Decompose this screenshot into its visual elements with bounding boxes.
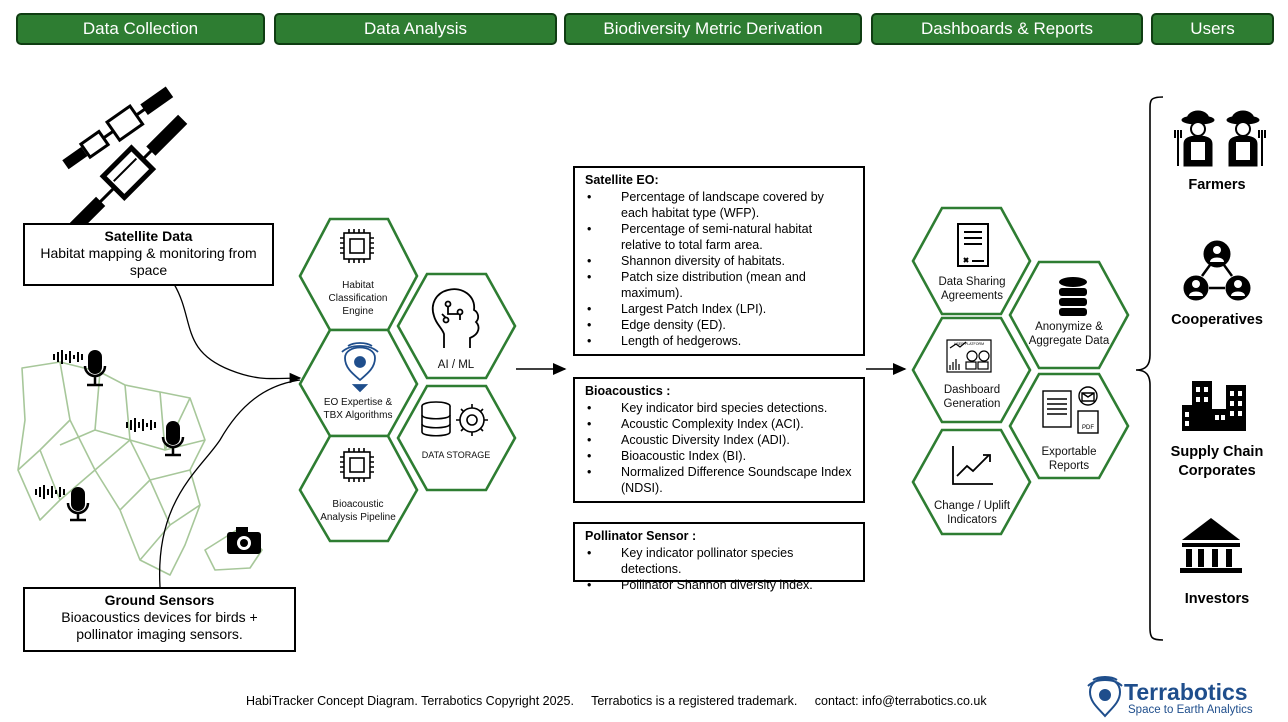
screen-title: USER PLATFORM: [954, 342, 984, 346]
list-item: Shannon diversity of habitats.: [585, 253, 853, 269]
hex-data-storage: [396, 384, 517, 492]
bioacoustics-metrics-box: Bioacoustics : Key indicator bird specie…: [573, 377, 865, 503]
hex-data-sharing: [911, 206, 1032, 316]
bank-investor-icon: [1180, 518, 1242, 573]
satellite-eo-metrics-box: Satellite EO: Percentage of landscape co…: [573, 166, 865, 356]
data-storage-label: DATA STORAGE: [421, 450, 491, 460]
microphone-icon-3: [35, 485, 90, 522]
bioacoustics-title: Bioacoustics :: [585, 384, 671, 398]
list-item: Pollinator Shannon diversity index.: [585, 577, 853, 593]
hex-bioacoustic-pipeline: [298, 434, 419, 543]
ai-ml-label: AI / ML: [437, 359, 475, 371]
user-cooperatives: Cooperatives: [1171, 312, 1263, 328]
list-item: Percentage of semi-natural habitat relat…: [585, 221, 853, 253]
footer-trademark: Terrabotics is a registered trademark.: [591, 694, 798, 708]
dashboard-screen-icon: USER PLATFORM: [946, 339, 992, 373]
footer-contact: contact: info@terrabotics.co.uk: [814, 694, 987, 708]
hex-change-indicators: [911, 428, 1032, 536]
habitat-engine-label: Habitat Classification Engine: [328, 280, 388, 317]
list-item: Normalized Difference Soundscape Index (…: [585, 464, 853, 496]
header-data-analysis: Data Analysis: [274, 13, 557, 45]
list-item: Largest Patch Index (LPI).: [585, 301, 853, 317]
list-item: Percentage of landscape covered by each …: [585, 189, 853, 221]
cooperative-network-icon: [1183, 240, 1251, 301]
footer: HabiTracker Concept Diagram. Terrabotics…: [246, 694, 987, 708]
terrabotics-emblem-icon: [341, 342, 379, 393]
reports-icon: PDF: [1042, 386, 1099, 434]
header-users: Users: [1151, 13, 1274, 45]
satellite-flow-connector: [173, 283, 302, 384]
footer-concept: HabiTracker Concept Diagram. Terrabotics…: [246, 694, 574, 708]
camera-icon: [227, 527, 261, 554]
list-item: Length of hedgerows.: [585, 333, 853, 349]
ground-flow-connector: [159, 379, 301, 588]
dashboard-generation-label: Dashboard Generation: [943, 384, 1001, 410]
ground-sensors-title: Ground Sensors: [104, 592, 215, 608]
user-farmers: Farmers: [1188, 177, 1246, 193]
exportable-reports-label: Exportable Reports: [1041, 446, 1097, 472]
bioacoustic-pipeline-label: Bioacoustic Analysis Pipeline: [320, 499, 396, 523]
data-sharing-label: Data Sharing Agreements: [938, 276, 1006, 302]
ground-sensors-desc: Bioacoustics devices for birds + pollina…: [61, 609, 258, 642]
list-item: Acoustic Diversity Index (ADI).: [585, 432, 853, 448]
satellite-data-desc: Habitat mapping & monitoring from space: [40, 245, 257, 278]
satellite-icon: [62, 86, 188, 233]
list-item: Acoustic Complexity Index (ACI).: [585, 416, 853, 432]
change-indicators-label: Change / Uplift Indicators: [933, 500, 1011, 526]
list-item: Key indicator bird species detections.: [585, 400, 853, 416]
brand-tagline: Space to Earth Analytics: [1128, 704, 1253, 716]
header-dashboards-reports: Dashboards & Reports: [871, 13, 1143, 45]
pollinator-title: Pollinator Sensor :: [585, 529, 697, 543]
document-icon: [957, 223, 989, 267]
satellite-eo-title: Satellite EO:: [585, 173, 659, 187]
hex-ai-ml: [396, 272, 517, 380]
eo-expertise-label: EO Expertise & TBX Algorithms: [323, 397, 393, 421]
list-item: Key indicator pollinator species detecti…: [585, 545, 853, 577]
pollinator-metrics-box: Pollinator Sensor : Key indicator pollin…: [573, 522, 865, 593]
list-item: Bioacoustic Index (BI).: [585, 448, 853, 464]
header-biodiversity-metric: Biodiversity Metric Derivation: [564, 13, 862, 45]
user-investors: Investors: [1184, 591, 1250, 607]
database-gear-icon: [421, 401, 488, 437]
chip-icon-2: [340, 448, 374, 482]
microphone-icon-2: [126, 418, 185, 457]
pdf-label: PDF: [1082, 425, 1094, 431]
list-item: Edge density (ED).: [585, 317, 853, 333]
corporate-buildings-icon: [1182, 381, 1246, 431]
brand-name: Terrabotics: [1124, 679, 1248, 705]
users-brace: [1135, 96, 1164, 641]
database-icon: [1059, 277, 1087, 316]
chip-icon: [340, 229, 374, 263]
uplift-chart-icon: [952, 446, 993, 485]
user-supply-chain-corporates: Supply Chain Corporates: [1170, 444, 1264, 479]
satellite-data-title: Satellite Data: [104, 228, 193, 244]
list-item: Patch size distribution (mean and maximu…: [585, 269, 853, 301]
ground-sensors-box: Ground Sensors Bioacoustics devices for …: [23, 587, 296, 652]
terrabotics-logo-icon: [1087, 676, 1123, 718]
field-map: [17, 361, 263, 576]
header-data-collection: Data Collection: [16, 13, 265, 45]
microphone-icon-1: [53, 350, 107, 387]
ai-brain-icon: [431, 288, 480, 348]
farmer-icon: [1174, 110, 1266, 167]
satellite-data-box: Satellite Data Habitat mapping & monitor…: [23, 223, 274, 286]
anonymize-label: Anonymize & Aggregate Data: [1028, 321, 1110, 347]
